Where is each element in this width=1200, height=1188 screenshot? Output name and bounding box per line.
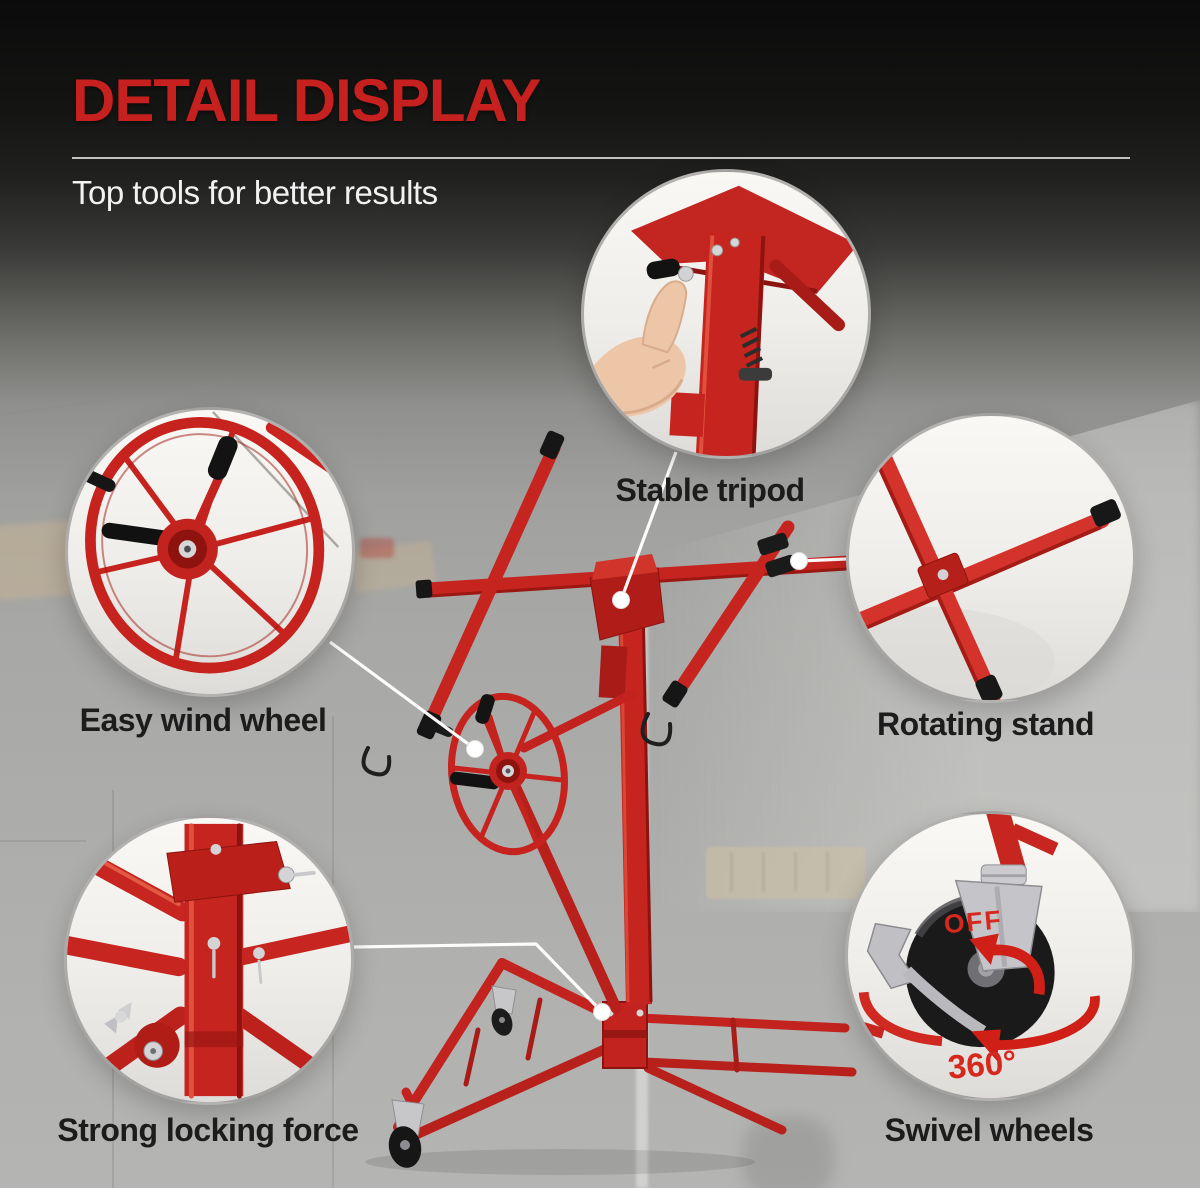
spring-icon	[739, 326, 764, 368]
page-title: DETAIL DISPLAY	[72, 67, 541, 134]
detail-photo-rotating-stand	[846, 413, 1136, 703]
swoosh-arrow-icon	[858, 991, 1100, 1061]
label-strong-locking-force: Strong locking force	[57, 1112, 359, 1148]
detail-photo-stable-tripod	[581, 169, 871, 459]
cross-stand-icon	[849, 450, 1121, 700]
label-easy-wind-wheel: Easy wind wheel	[79, 702, 327, 738]
hand-icon	[584, 280, 688, 418]
label-swivel-wheels: Swivel wheels	[884, 1112, 1094, 1148]
rotation-arrow-icon	[969, 933, 1045, 995]
swivel-wheel-photo: OFF 360°	[848, 814, 1100, 1087]
locking-joint-photo	[67, 823, 351, 1099]
rotating-stand-photo	[849, 450, 1121, 700]
rotation-degree-label: 360°	[946, 1044, 1018, 1087]
stable-tripod-photo	[584, 185, 859, 456]
detail-photo-swivel-wheels: OFF 360°	[845, 811, 1135, 1101]
background-red-item	[360, 538, 394, 558]
lift-mast	[510, 596, 653, 1014]
off-label: OFF	[943, 904, 1004, 939]
page-subtitle: Top tools for better results	[72, 174, 438, 211]
left-caster-wheel	[388, 1087, 425, 1168]
wall-tile-seam	[0, 840, 86, 842]
label-rotating-stand: Rotating stand	[877, 706, 1094, 742]
wall-corner-seam	[636, 612, 648, 1188]
detail-photo-easy-wind-wheel	[65, 407, 355, 697]
detail-photo-strong-locking-force	[64, 815, 354, 1105]
wind-wheel-photo	[74, 410, 352, 674]
lock-joint-icon	[67, 823, 351, 1099]
background-object	[742, 1116, 834, 1188]
mid-caster-wheel	[491, 985, 517, 1036]
wall-bracket	[706, 847, 866, 899]
wind-wheel	[428, 692, 569, 856]
header-divider	[72, 157, 1130, 159]
label-stable-tripod: Stable tripod	[615, 472, 805, 508]
